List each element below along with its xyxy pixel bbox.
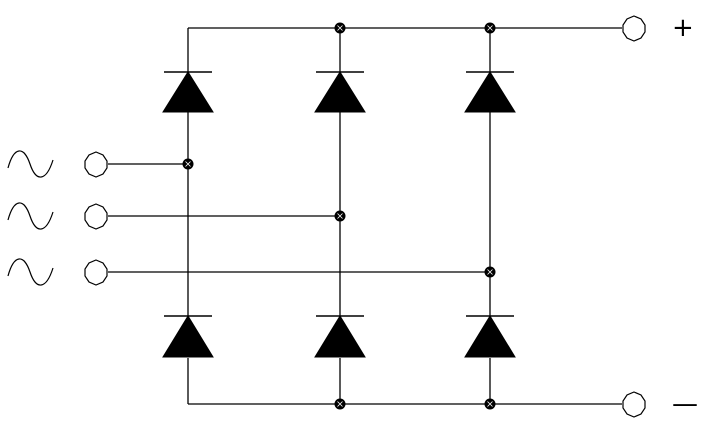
negative-terminal: [622, 391, 646, 418]
positive-terminal: [622, 15, 646, 42]
phase-2-terminal: [84, 203, 108, 230]
phase-3-terminal: [84, 259, 108, 286]
junction-dot: [334, 22, 346, 34]
positive-rail: [187, 27, 622, 72]
junction-dot: [334, 398, 346, 410]
ac-input-wires: [108, 163, 490, 273]
junction-dot: [484, 22, 496, 34]
lower-diodes: [162, 315, 516, 358]
sine-wave-icon: [7, 202, 54, 230]
ac-source-icons: [7, 150, 54, 286]
dc-output-terminals: [622, 15, 646, 418]
negative-rail: [187, 358, 622, 405]
diode-upper-2: [314, 71, 366, 113]
junction-dot: [484, 398, 496, 410]
phase-1-terminal: [84, 151, 108, 178]
negative-label: —: [672, 389, 698, 419]
upper-diodes: [162, 71, 516, 113]
junction-dots: [182, 22, 496, 410]
diode-lower-2: [314, 315, 366, 358]
diode-lower-3: [464, 315, 516, 358]
positive-label: +: [672, 13, 694, 43]
diode-upper-1: [162, 71, 214, 113]
diode-lower-1: [162, 315, 214, 358]
diode-upper-3: [464, 71, 516, 113]
junction-dot: [484, 266, 496, 278]
junction-dot: [182, 158, 194, 170]
junction-dot: [334, 210, 346, 222]
ac-input-terminals: [84, 151, 108, 286]
sine-wave-icon: [7, 258, 54, 286]
sine-wave-icon: [7, 150, 54, 178]
